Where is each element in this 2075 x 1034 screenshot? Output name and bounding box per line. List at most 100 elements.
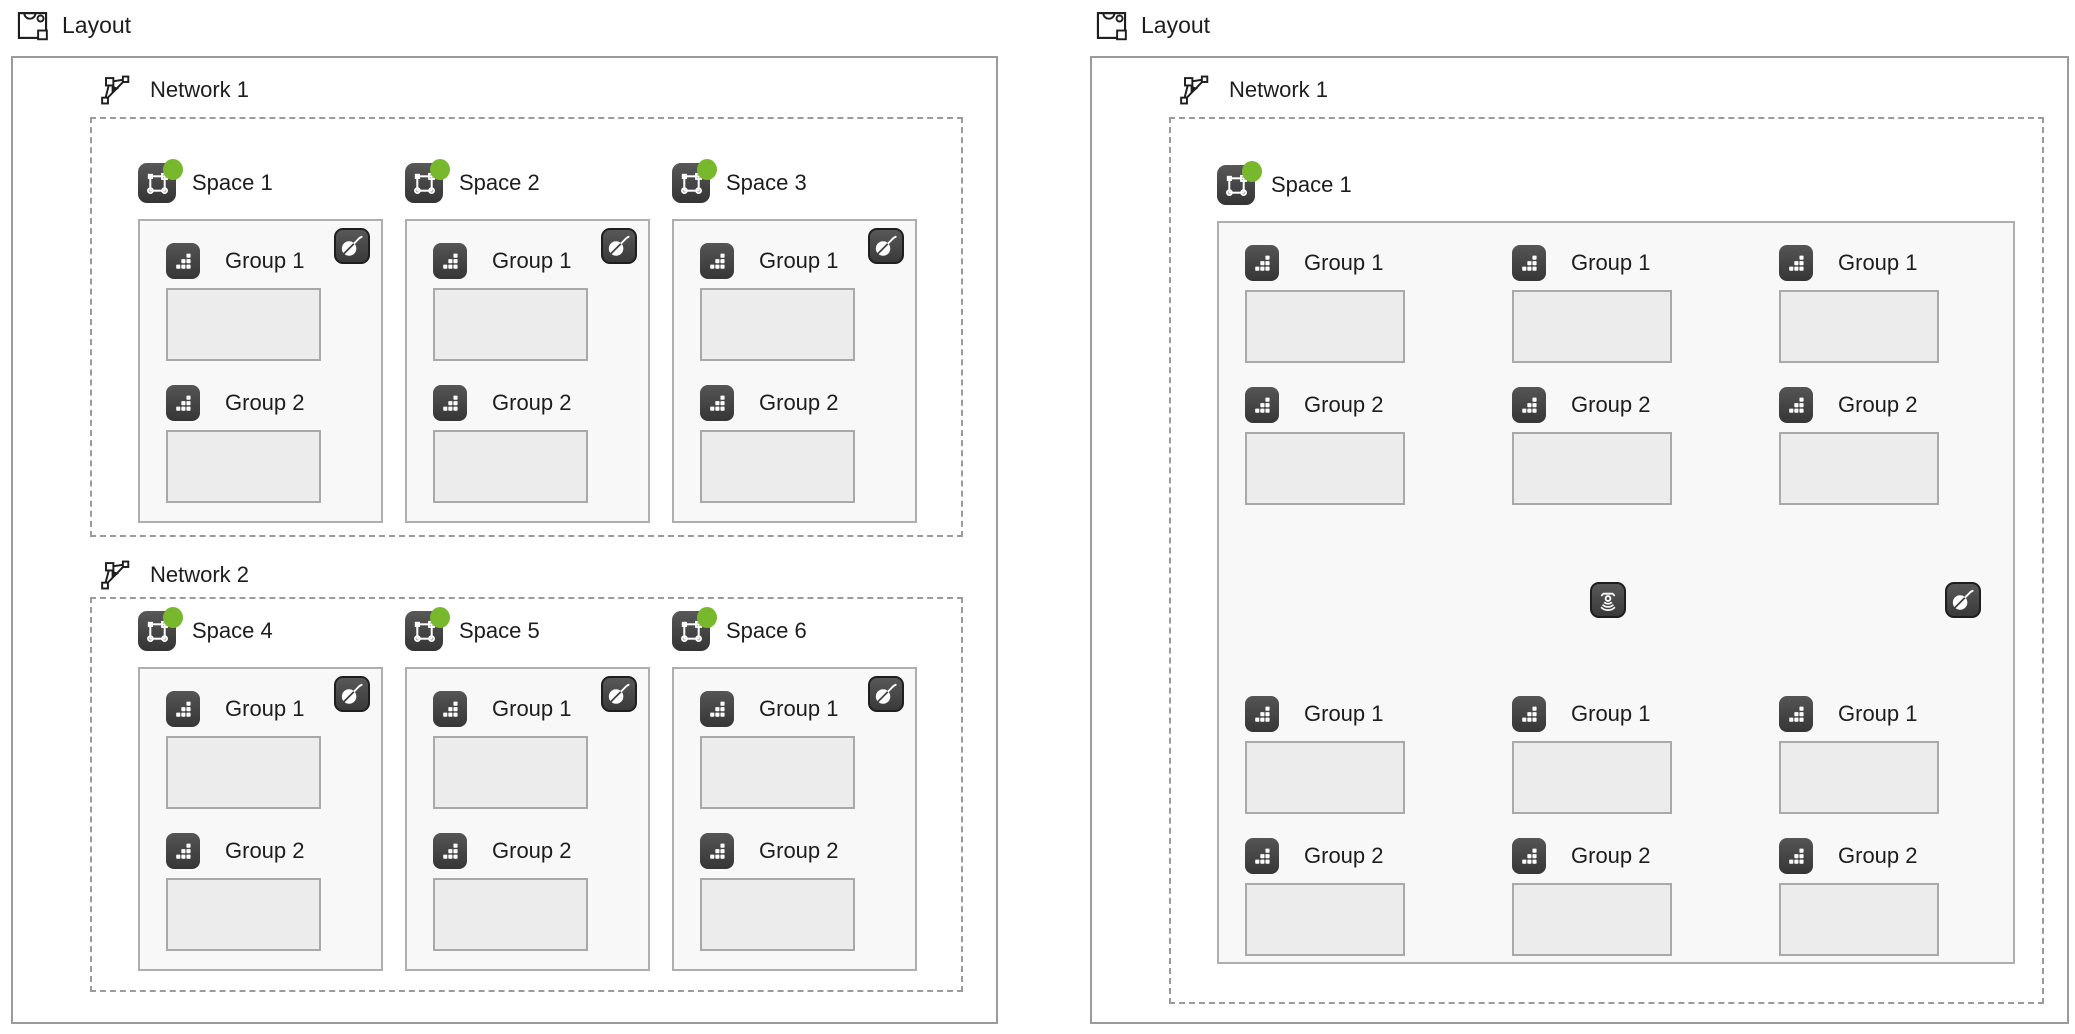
- group-label: Group 1: [492, 248, 572, 273]
- space-label: Space 1: [192, 170, 273, 195]
- network-icon: [100, 560, 131, 591]
- group-icon: [700, 833, 734, 869]
- group-placeholder: [700, 878, 855, 951]
- network-label: Network 2: [150, 562, 250, 587]
- status-dot: [163, 159, 183, 180]
- group-label: Group 1: [759, 248, 839, 273]
- space-icon: [672, 159, 717, 203]
- network-label: Network 1: [1229, 77, 1329, 102]
- group-placeholder: [166, 736, 321, 809]
- group-placeholder: [1779, 432, 1939, 505]
- group-header: Group 1: [433, 691, 648, 727]
- group-placeholder: [433, 878, 588, 951]
- group: Group 1: [433, 243, 648, 361]
- group-icon: [1512, 696, 1546, 732]
- space: Space 4 Group 1: [138, 607, 383, 971]
- bomb-icon: [601, 228, 637, 264]
- space: Space 1 Group 1: [1217, 161, 2042, 964]
- network-header: Network 1: [100, 74, 996, 106]
- group-placeholder: [1245, 741, 1405, 814]
- group-label: Group 2: [492, 838, 572, 863]
- space-icon: [1217, 161, 1262, 205]
- space-header: Space 2: [405, 159, 650, 203]
- group-placeholder: [1512, 741, 1672, 814]
- bomb-icon: [1945, 582, 1981, 618]
- group: Group 1: [1512, 245, 1672, 363]
- network-icon: [100, 75, 131, 106]
- group-label: Group 1: [1838, 250, 1918, 275]
- group-header: Group 2: [433, 385, 648, 421]
- panel-title-label: Layout: [62, 11, 132, 38]
- group-placeholder: [1779, 883, 1939, 956]
- group: Group 1: [1245, 245, 1405, 363]
- group-header: Group 2: [433, 833, 648, 869]
- layout-outer-box: Network 1 Space 1: [11, 56, 998, 1024]
- group-header: Group 1: [700, 691, 915, 727]
- space-label: Space 5: [459, 618, 540, 643]
- group-header: Group 2: [1245, 838, 1405, 874]
- group-icon: [166, 833, 200, 869]
- group-label: Group 2: [1571, 843, 1651, 868]
- group-placeholder: [1512, 883, 1672, 956]
- spaces-row: Space 4 Group 1: [92, 599, 961, 990]
- status-dot: [430, 159, 450, 180]
- space-header: Space 6: [672, 607, 917, 651]
- group: Group 1: [1779, 696, 1939, 814]
- group: Group 2: [166, 385, 381, 503]
- group-icon: [1245, 696, 1279, 732]
- group-icon: [1779, 387, 1813, 423]
- group-header: Group 2: [1512, 838, 1672, 874]
- space-body: Group 1 Group 2: [405, 219, 650, 523]
- group-placeholder: [433, 736, 588, 809]
- space-body: Group 1 Group 2: [138, 219, 383, 523]
- group-label: Group 2: [1838, 392, 1918, 417]
- group-placeholder: [1245, 883, 1405, 956]
- group-label: Group 2: [492, 390, 572, 415]
- space-header: Space 1: [1217, 161, 2042, 205]
- space-icon: [405, 159, 450, 203]
- space: Space 6 Group 1: [672, 607, 917, 971]
- group-header: Group 2: [166, 833, 381, 869]
- space-header: Space 5: [405, 607, 650, 651]
- group: Group 1: [1512, 696, 1672, 814]
- group: Group 1: [1245, 696, 1405, 814]
- group-icon: [700, 691, 734, 727]
- group-header: Group 1: [1779, 245, 1939, 281]
- group-icon: [1245, 387, 1279, 423]
- group-placeholder: [700, 430, 855, 503]
- group-header: Group 2: [1779, 387, 1939, 423]
- group-row: Group 1 Group 1: [1245, 245, 2013, 363]
- group: Group 2: [1779, 387, 1939, 505]
- group-header: Group 1: [1512, 245, 1672, 281]
- group-icon: [1779, 245, 1813, 281]
- space-label: Space 2: [459, 170, 540, 195]
- space-label: Space 4: [192, 618, 273, 643]
- group-placeholder: [700, 736, 855, 809]
- spaces-row: Space 1 Group 1: [1171, 119, 2042, 1002]
- group-label: Group 1: [1571, 250, 1651, 275]
- group-icon: [1512, 245, 1546, 281]
- space-label: Space 1: [1271, 172, 1352, 197]
- network-header: Network 2: [100, 559, 996, 591]
- group-placeholder: [1779, 290, 1939, 363]
- group-label: Group 2: [1571, 392, 1651, 417]
- group: Group 2: [1512, 838, 1672, 956]
- space: Space 2 Group 1: [405, 159, 650, 523]
- group-label: Group 2: [759, 390, 839, 415]
- group-header: Group 2: [700, 833, 915, 869]
- layout-outer-box: Network 1 Space 1: [1090, 56, 2069, 1024]
- group-icon: [433, 833, 467, 869]
- group-icon: [1512, 838, 1546, 874]
- space-header: Space 4: [138, 607, 383, 651]
- bomb-icon: [334, 676, 370, 712]
- group-row: Group 2 Group 2: [1245, 838, 2013, 956]
- group-label: Group 1: [1838, 701, 1918, 726]
- beacon-icon: [1590, 582, 1626, 618]
- group: Group 1: [166, 243, 381, 361]
- bomb-icon: [868, 676, 904, 712]
- group-label: Group 1: [1571, 701, 1651, 726]
- group-header: Group 1: [700, 243, 915, 279]
- group-placeholder: [1245, 290, 1405, 363]
- space-label: Space 3: [726, 170, 807, 195]
- space-icon: [138, 607, 183, 651]
